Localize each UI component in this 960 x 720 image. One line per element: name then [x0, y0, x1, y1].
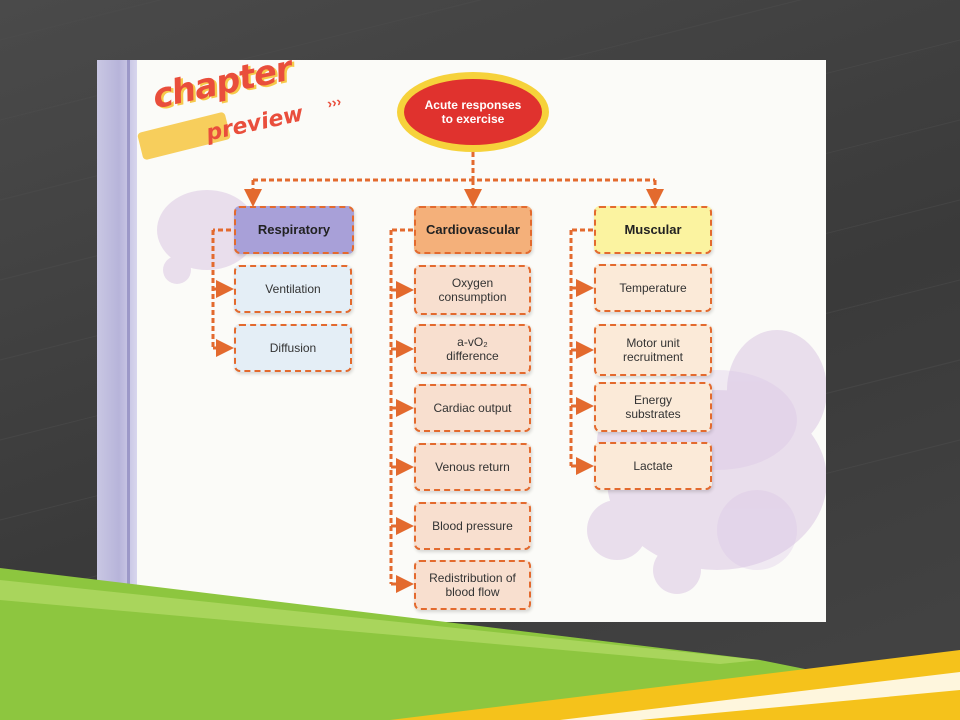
respiratory-item-label: Diffusion: [269, 341, 317, 355]
root-line-2: to exercise: [441, 112, 505, 126]
cardiovascular-item-line: consumption: [438, 290, 507, 304]
respiratory-item-label: Ventilation: [265, 282, 321, 296]
muscular-item-temperature: Temperature: [594, 264, 712, 312]
cardiovascular-item-cardiac-output: Cardiac output: [414, 384, 531, 432]
cardiovascular-item-label: Cardiac output: [433, 401, 512, 415]
cardiovascular-item-label: Venous return: [435, 460, 510, 474]
cardiovascular-item-label: Blood pressure: [432, 519, 513, 533]
respiratory-item-ventilation: Ventilation: [234, 265, 352, 313]
muscular-item-label: Lactate: [633, 459, 673, 473]
cardiovascular-item-line: blood flow: [445, 585, 500, 599]
cardiovascular-item-line: difference: [446, 349, 499, 363]
muscular-item-line: substrates: [625, 407, 681, 421]
connector-lines: [211, 152, 664, 593]
cardiovascular-item-line: Redistribution of: [429, 571, 516, 585]
muscular-header: Muscular: [594, 206, 712, 254]
root-line-1: Acute responses: [424, 98, 522, 112]
muscular-item-label: Temperature: [619, 281, 687, 295]
respiratory-header: Respiratory: [234, 206, 354, 254]
cardiovascular-item-line: a-vO₂: [457, 335, 488, 349]
respiratory-item-diffusion: Diffusion: [234, 324, 352, 372]
diagram-image: chapter preview ›››: [97, 60, 826, 622]
cardiovascular-header: Cardiovascular: [414, 206, 532, 254]
cardiovascular-item-blood-pressure: Blood pressure: [414, 502, 531, 550]
muscular-item-line: recruitment: [622, 350, 684, 364]
muscular-item-line: Energy: [633, 393, 672, 407]
cardiovascular-item-line: Oxygen: [451, 276, 494, 290]
muscular-item-line: Motor unit: [626, 336, 680, 350]
cardiovascular-item-venous-return: Venous return: [414, 443, 531, 491]
left-decorative-band: [97, 60, 137, 622]
muscular-item-lactate: Lactate: [594, 442, 712, 490]
